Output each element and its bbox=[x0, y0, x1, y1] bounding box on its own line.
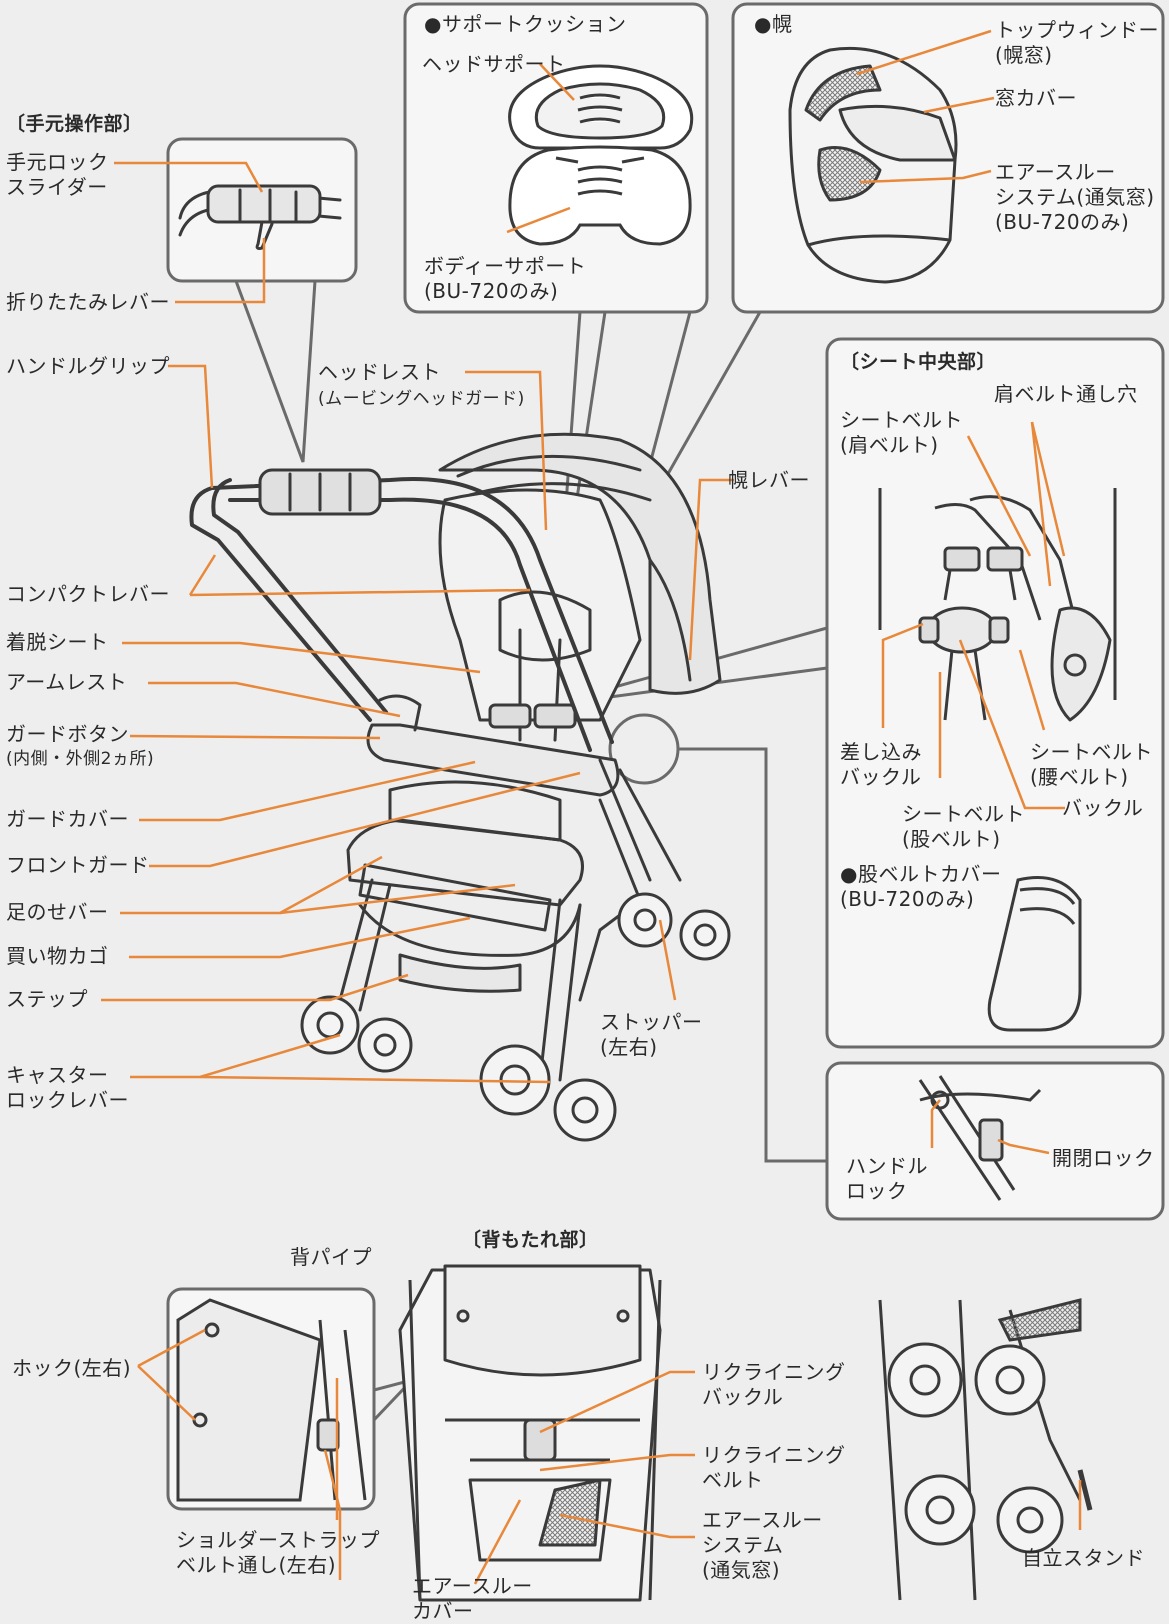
headrest-note: (ムービングヘッドガード) bbox=[318, 389, 525, 409]
seatbelt-waist-label: シートベルト (腰ベルト) bbox=[1030, 740, 1153, 789]
guard-cover-label: ガードカバー bbox=[6, 807, 129, 831]
canopy-illustration bbox=[788, 46, 958, 284]
seat-center-title: 〔シート中央部〕 bbox=[840, 351, 997, 373]
top-window-label: トップウィンドー (幌窓) bbox=[995, 18, 1159, 67]
armrest-label: アームレスト bbox=[6, 670, 128, 694]
guard-button-label: ガードボタン bbox=[6, 722, 129, 746]
support-cushion-title: ●サポートクッション bbox=[424, 12, 627, 36]
removable-seat-label: 着脱シート bbox=[6, 630, 109, 654]
body-support-label: ボディーサポート (BU-720のみ) bbox=[424, 254, 587, 303]
open-close-lock-label: 開閉ロック bbox=[1052, 1146, 1155, 1170]
caster-lock-label: キャスター ロックレバー bbox=[6, 1063, 129, 1112]
footrest-bar-label: 足のせバー bbox=[6, 900, 109, 924]
insert-buckle-label: 差し込み バックル bbox=[840, 740, 922, 789]
stopper-label: ストッパー (左右) bbox=[600, 1010, 703, 1059]
headrest-label: ヘッドレスト bbox=[318, 360, 441, 384]
folded-stroller-illustration bbox=[878, 1298, 1093, 1601]
back-pipe-label: 背パイプ bbox=[290, 1245, 372, 1269]
window-cover-label: 窓カバー bbox=[995, 86, 1077, 110]
self-stand-label: 自立スタンド bbox=[1022, 1546, 1145, 1570]
shoulder-strap-label: ショルダーストラップ ベルト通し(左右) bbox=[176, 1528, 380, 1577]
hand-lock-slider-label: 手元ロック スライダー bbox=[6, 150, 109, 199]
air-through-cover-label: エアースルー カバー bbox=[412, 1574, 533, 1623]
step-label: ステップ bbox=[6, 987, 88, 1011]
stroller-illustration bbox=[189, 432, 731, 1142]
hand-control-illustration bbox=[178, 184, 342, 250]
buckle-label: バックル bbox=[1062, 796, 1144, 820]
handle-lock-label: ハンドル ロック bbox=[846, 1154, 928, 1203]
shoulder-belt-hole-label: 肩ベルト通し穴 bbox=[994, 382, 1138, 406]
head-support-label: ヘッドサポート bbox=[422, 52, 566, 76]
hand-control-title: 〔手元操作部〕 bbox=[6, 113, 143, 135]
seat-center-inset bbox=[825, 337, 1165, 1049]
handle-grip-label: ハンドルグリップ bbox=[6, 354, 170, 378]
front-guard-label: フロントガード bbox=[6, 853, 150, 877]
lock-callout bbox=[608, 713, 827, 1163]
fold-lever-label: 折りたたみレバー bbox=[6, 290, 170, 314]
backrest-detail-illustration bbox=[176, 1298, 367, 1502]
leader-lines bbox=[101, 29, 1082, 1585]
lock-illustration bbox=[918, 1075, 1042, 1201]
hook-label: ホック(左右) bbox=[12, 1356, 132, 1380]
seatbelt-crotch-label: シートベルト (股ベルト) bbox=[902, 802, 1025, 851]
canopy-title: ●幌 bbox=[754, 12, 793, 36]
seat-center-illustration bbox=[878, 488, 1117, 722]
crotch-cover-title: ●股ベルトカバー (BU-720のみ) bbox=[840, 862, 1002, 911]
support-cushion-illustration bbox=[508, 64, 694, 246]
crotch-cover-illustration bbox=[987, 876, 1082, 1032]
hand-control-callout bbox=[234, 280, 317, 463]
recline-belt-label: リクライニング ベルト bbox=[702, 1443, 846, 1492]
seatbelt-shoulder-label: シートベルト (肩ベルト) bbox=[840, 408, 963, 457]
backrest-title: 〔背もたれ部〕 bbox=[462, 1229, 599, 1251]
air-through-back-label: エアースルー システム (通気窓) bbox=[702, 1508, 823, 1582]
compact-lever-label: コンパクトレバー bbox=[6, 582, 170, 606]
canopy-lever-label: 幌レバー bbox=[728, 468, 810, 492]
guard-button-note: (内側・外側2ヵ所) bbox=[6, 749, 155, 769]
air-through-canopy-label: エアースルー システム(通気窓) (BU-720のみ) bbox=[995, 160, 1155, 234]
shopping-basket-label: 買い物カゴ bbox=[6, 944, 109, 968]
backrest-illustration bbox=[398, 1264, 662, 1602]
recline-buckle-label: リクライニング バックル bbox=[702, 1360, 846, 1409]
